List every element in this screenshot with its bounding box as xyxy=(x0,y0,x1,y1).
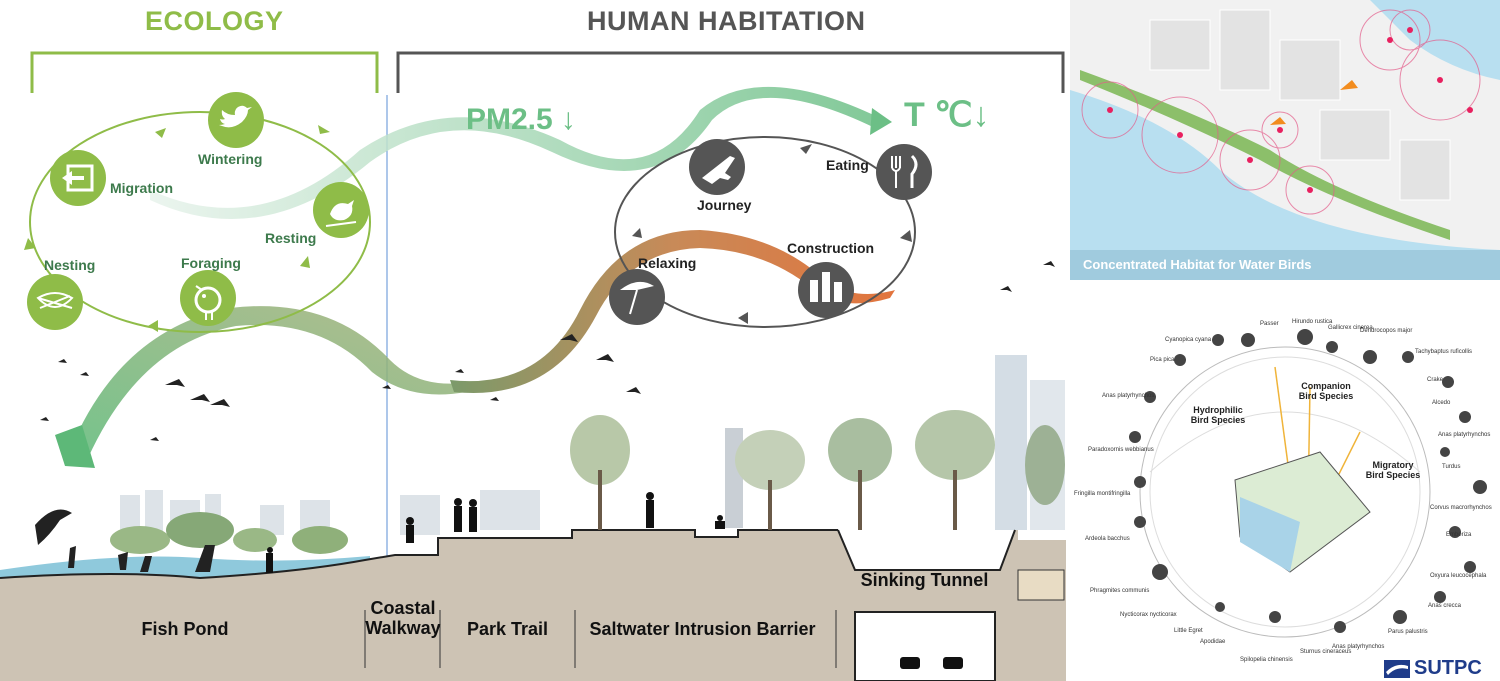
pm25-label: PM2.5↓ xyxy=(466,103,576,136)
heat-wave xyxy=(450,230,895,394)
group-hydrophilic: Hydrophilic Bird Species xyxy=(1190,405,1246,425)
species-label: Pica pica xyxy=(1150,357,1175,363)
temperature-label: T ℃↓ xyxy=(904,96,990,134)
eco-flow-arrow xyxy=(70,306,470,458)
down-arrow-icon: ↓ xyxy=(972,96,990,134)
species-panel: Companion Bird Species Hydrophilic Bird … xyxy=(1070,292,1500,681)
cycle-label-construction: Construction xyxy=(787,240,875,256)
habitat-map-panel: Concentrated Habitat for Water Birds xyxy=(1070,0,1500,280)
species-label: Cyanopica cyana xyxy=(1165,337,1212,343)
species-label: Phragmites communis xyxy=(1090,588,1150,594)
sutpc-logo-text: SUTPC xyxy=(1414,657,1482,679)
cycle-label-resting: Resting xyxy=(265,230,317,246)
zone-separators xyxy=(364,610,837,668)
cycle-label-nesting: Nesting xyxy=(44,257,96,273)
species-label: Passer xyxy=(1260,321,1279,327)
eco-flow-arrowhead xyxy=(55,425,95,468)
species-label: Little Egret xyxy=(1174,628,1203,634)
species-label: Anas platyrhynchos xyxy=(1102,393,1155,399)
cycle-label-foraging: Foraging xyxy=(181,255,241,271)
species-label: Turdus xyxy=(1442,464,1461,470)
species-label: Fringilla montifringilla xyxy=(1074,491,1131,497)
pm-arrowhead xyxy=(870,108,892,135)
species-label: Alcedo xyxy=(1432,400,1451,406)
ecology-bracket xyxy=(30,51,379,93)
zone-fish-pond: Fish Pond xyxy=(141,619,229,639)
group-companion: Companion Bird Species xyxy=(1298,381,1354,401)
species-label: Tachybaptus ruficollis xyxy=(1415,349,1473,355)
zone-park-trail: Park Trail xyxy=(466,619,549,639)
species-label: Apodidae xyxy=(1200,639,1226,645)
zone-saltwater-barrier: Saltwater Intrusion Barrier xyxy=(589,619,816,639)
herons xyxy=(35,509,215,572)
human-bracket xyxy=(396,51,1065,93)
species-label: Anas platyrhynchos xyxy=(1332,644,1385,650)
species-label: Sturnus cineraceus xyxy=(1300,649,1352,655)
species-label: Nycticorax nycticorax xyxy=(1120,612,1177,618)
habitat-caption: Concentrated Habitat for Water Birds xyxy=(1083,257,1312,272)
species-label: Crake xyxy=(1427,377,1444,383)
people-silhouettes xyxy=(266,492,725,573)
species-label: Anas crecca xyxy=(1428,603,1462,609)
species-label: Oxyura leucocephala xyxy=(1430,573,1487,579)
cycle-label-wintering: Wintering xyxy=(198,151,263,167)
species-label: Hirundo rustica xyxy=(1292,319,1333,325)
human-cycle-ring xyxy=(614,136,916,328)
habitat-map xyxy=(1070,0,1500,280)
species-label: Parus palustris xyxy=(1388,629,1428,635)
human-habitation-header: HUMAN HABITATION xyxy=(587,6,866,36)
species-label: Spilopelia chinensis xyxy=(1240,657,1293,663)
trees xyxy=(110,410,1065,554)
eco-cycle-ring xyxy=(29,111,371,333)
cycle-label-relaxing: Relaxing xyxy=(638,255,697,271)
tunnel-structure xyxy=(837,529,1066,681)
cycle-label-journey: Journey xyxy=(697,197,752,213)
species-label: Gallicrex cinerea xyxy=(1328,325,1373,331)
ecology-header: ECOLOGY xyxy=(145,6,284,36)
cycle-label-migration: Migration xyxy=(110,180,173,196)
species-label: Corvus macrorhynchos xyxy=(1430,505,1492,511)
species-label: Dendrocopos major xyxy=(1360,328,1413,334)
cycle-label-eating: Eating xyxy=(826,157,869,173)
ground-section xyxy=(0,530,838,681)
zone-coastal-walkway: Coastal Walkway xyxy=(365,598,441,638)
flying-birds xyxy=(40,261,1055,441)
species-label: Anas platyrhynchos xyxy=(1438,432,1491,438)
species-label: Ardeola bacchus xyxy=(1085,536,1130,542)
species-ring xyxy=(1129,329,1487,638)
group-migratory: Migratory Bird Species xyxy=(1365,460,1421,480)
zone-sinking-tunnel: Sinking Tunnel xyxy=(860,570,989,590)
sutpc-logo-icon xyxy=(1384,660,1410,678)
species-label: Paradoxornis webbianus xyxy=(1088,447,1154,453)
species-label: Emberiza xyxy=(1446,532,1472,538)
down-arrow-icon: ↓ xyxy=(560,103,576,136)
